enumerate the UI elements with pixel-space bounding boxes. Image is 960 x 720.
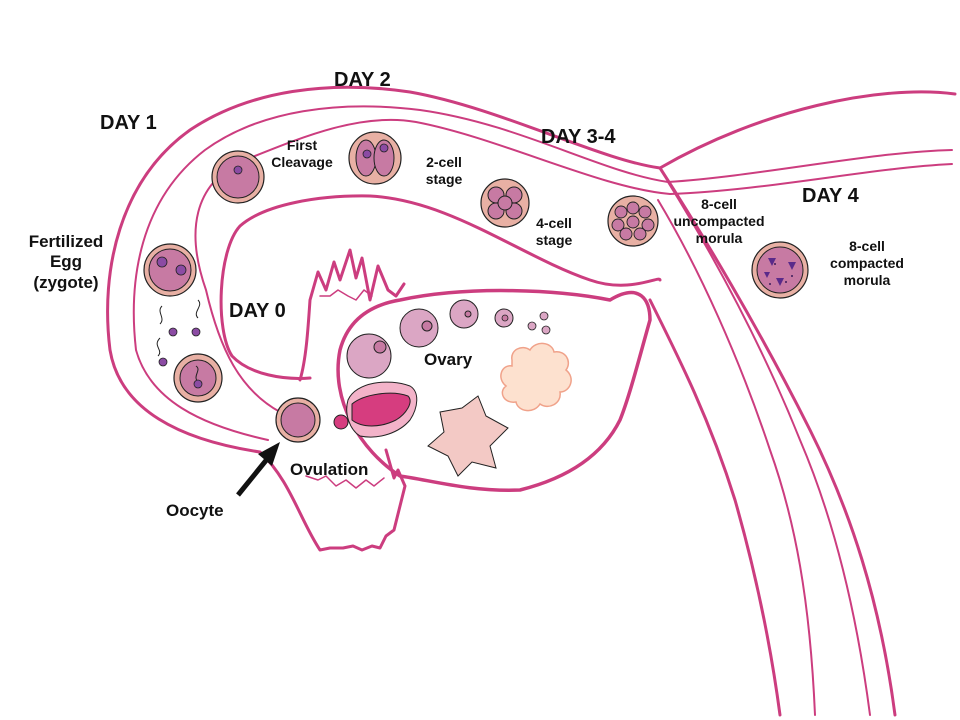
two-cell-line1: 2-cell (426, 154, 462, 170)
four-cell-label: 4-cell stage (524, 215, 584, 249)
oocyte-label: Oocyte (166, 501, 224, 520)
primordial-follicle-3 (541, 325, 551, 335)
four-cell-line1: 4-cell (536, 215, 572, 231)
day4-label: DAY 4 (802, 185, 859, 207)
primordial-follicle-1 (527, 321, 537, 331)
follicle-small (449, 299, 479, 329)
compacted-line3: morula (843, 271, 891, 288)
first-cleavage-line1: First (286, 137, 318, 153)
ovulation-label: Ovulation (290, 460, 369, 479)
compacted-line2: compacted (830, 254, 904, 271)
sperm-tail-1 (159, 305, 163, 325)
day1-label: DAY 1 (100, 112, 157, 134)
fertilized-line2: Egg (49, 252, 83, 272)
corpus-hemorrhagicum (351, 392, 411, 427)
fimbriae-upper (298, 248, 406, 382)
two-cell-embryo (348, 131, 402, 185)
day2-label: DAY 2 (334, 69, 391, 91)
uterus-wall-outer (658, 166, 897, 717)
oviduct-inner-wall (219, 194, 662, 380)
fertilized-line1: Fertilized (28, 232, 104, 251)
sperm-head-1 (168, 327, 178, 337)
day0-label: DAY 0 (229, 300, 286, 322)
uncompacted-line3: morula (695, 229, 743, 246)
released-oocyte-bud (333, 414, 349, 430)
follicle-large (346, 333, 392, 379)
fertilized-egg-label: Fertilized Egg (zygote) (16, 232, 116, 293)
follicle-medium (399, 308, 439, 348)
corpus-luteum-cloud (500, 342, 572, 412)
uncompacted-morula-label: 8-cell uncompacted morula (664, 196, 774, 246)
oviduct-lumen-lower (194, 118, 953, 413)
four-cell-line2: stage (535, 231, 573, 248)
compacted-morula-label: 8-cell compacted morula (812, 238, 922, 288)
compacted-line1: 8-cell (849, 238, 885, 254)
uncompacted-line2: uncompacted (673, 212, 765, 229)
ovary-contents (333, 299, 572, 477)
uterus-wall-lumen-b (657, 199, 816, 716)
fertilized-line3: (zygote) (33, 272, 99, 292)
four-cell-embryo (480, 178, 530, 228)
ovary-outline (336, 288, 652, 492)
uterus-wall-inner (648, 298, 782, 717)
follicle-large-nucleus (373, 340, 387, 354)
compacted-morula (751, 241, 809, 299)
day34-label: DAY 3-4 (541, 126, 616, 148)
fimbriae-lower-inner (305, 475, 385, 489)
uncompacted-line1: 8-cell (701, 196, 737, 212)
sperm-tail-3 (156, 337, 161, 357)
oocyte-cell (275, 397, 321, 443)
two-cell-line2: stage (425, 170, 463, 187)
zygote-cell (143, 243, 197, 297)
first-cleavage-line2: Cleavage (271, 153, 333, 170)
uterus-wall-lumen-a (667, 181, 871, 716)
corpus-albicans-star (427, 395, 509, 477)
day1-cell (211, 150, 265, 204)
sperm-head-2 (191, 327, 201, 337)
sperm-group (156, 299, 201, 357)
sperm-head-3 (158, 357, 168, 367)
fertilization-cell (173, 353, 223, 403)
two-cell-label: 2-cell stage (414, 154, 474, 188)
oocyte-cytoplasm (280, 402, 316, 438)
primordial-follicle-2 (539, 311, 549, 321)
sperm-tail-2 (195, 299, 201, 319)
fimbriae-upper-inner (319, 289, 373, 301)
first-cleavage-label: First Cleavage (262, 137, 342, 171)
oocyte-arrow (236, 442, 280, 497)
follicle-tiny-nucleus (501, 314, 509, 322)
ovary-label: Ovary (424, 350, 473, 369)
uncompacted-morula (607, 195, 659, 247)
follicle-small-nucleus (464, 310, 472, 318)
oviduct-lumen-upper (132, 105, 953, 441)
follicle-medium-nucleus (421, 320, 433, 332)
